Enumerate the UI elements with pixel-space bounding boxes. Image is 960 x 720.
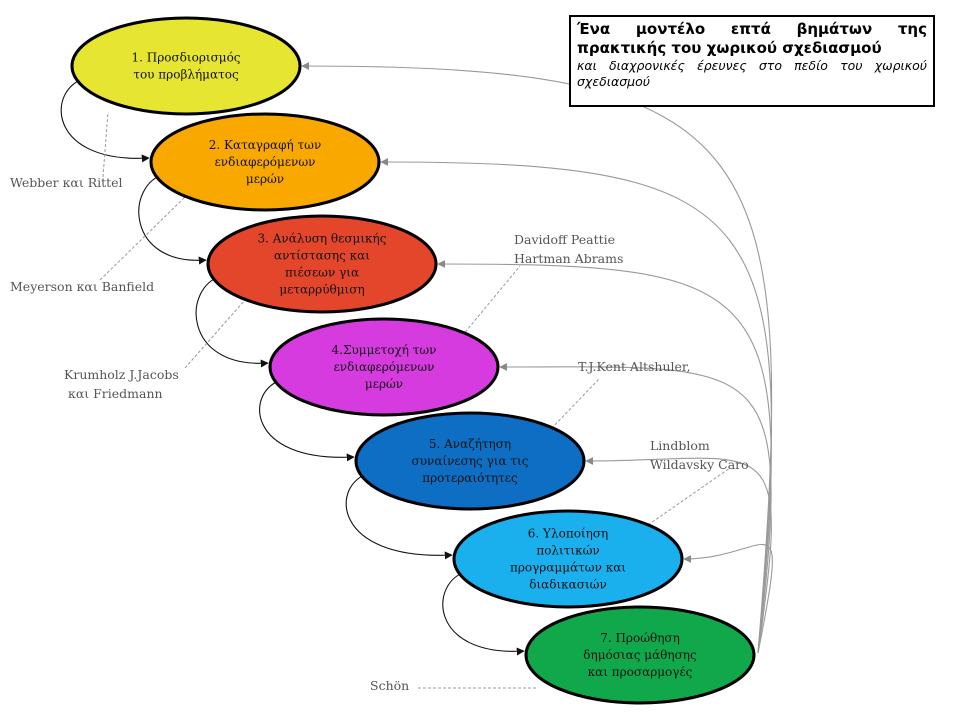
step-label: μεταρρύθμιση: [279, 283, 364, 297]
step-label: 5. Αναζήτηση: [429, 437, 511, 451]
step-ellipse: [524, 605, 756, 705]
author-leader-line: [102, 111, 109, 178]
author-label: και Friedmann: [68, 386, 163, 401]
author-leader-line: [547, 377, 601, 433]
author-label: Schön: [370, 678, 409, 693]
step-ellipse: [268, 317, 500, 417]
step-label: πιέσεων για: [285, 266, 359, 280]
title-box: Ένα μοντέλο επτά βημάτων της πρακτικής τ…: [569, 15, 935, 107]
feedback-arrow: [585, 456, 772, 654]
author-label: Davidoff Peattie: [514, 232, 615, 247]
step-node-4: 4.Συμμετοχή των ενδιαφερόμενων μερών: [268, 317, 500, 417]
step-label: 2. Καταγραφή των: [209, 138, 322, 152]
feedback-arrow: [683, 543, 773, 654]
sequence-arrow: [195, 275, 269, 368]
step-label: προγραμμάτων και: [510, 561, 626, 575]
author-leader-line: [461, 265, 521, 337]
step-label: ενδιαφερόμενων: [215, 155, 316, 169]
step-label: και προσαρμογές: [588, 665, 693, 679]
sequence-arrow: [138, 173, 207, 265]
step-label: ενδιαφερόμενων: [334, 360, 435, 374]
author-label: Wildavsky Caro: [650, 457, 749, 472]
step-label: προτεραιότητες: [422, 471, 518, 485]
diagram-title: Ένα μοντέλο επτά βημάτων της πρακτικής τ…: [577, 20, 927, 57]
step-node-2: 2. Καταγραφή των ενδιαφερόμενων μερών: [149, 112, 381, 212]
author-label: Lindblom: [650, 438, 710, 453]
diagram-subtitle: και διαχρονικές έρευνες στο πεδίο του χω…: [577, 58, 927, 89]
sequence-arrow: [442, 570, 525, 656]
author-label: T.J.Kent Altshuler,: [578, 359, 690, 374]
step-node-3: 3. Ανάλυση θεσμικής αντίστασης και πιέσεων…: [206, 214, 438, 314]
step-label: 4.Συμμετοχή των: [332, 343, 437, 357]
step-label: αντίστασης και: [274, 249, 370, 263]
step-label: του προβλήματος: [133, 68, 239, 82]
step-node-6: 6. Υλοποίηση πολιτικών προγραμμάτων και δια…: [452, 509, 684, 609]
feedback-arrow: [380, 158, 773, 654]
step-ellipse: [354, 411, 586, 511]
author-label: Krumholz J.Jacobs: [64, 367, 179, 382]
step-node-1: 1. Προσδιορισμός του προβλήματος: [70, 16, 302, 116]
step-label: συναίνεσης για τις: [412, 454, 529, 468]
step-label: μερών: [246, 172, 284, 186]
sequence-arrow: [259, 378, 355, 462]
author-label: Meyerson και Banfield: [10, 279, 154, 294]
step-node-7: 7. Προώθηση δημόσιας μάθησης και προσαρμογ…: [524, 605, 756, 705]
step-label: δημόσιας μάθησης: [583, 648, 697, 662]
step-ellipse: [206, 214, 438, 314]
step-ellipse: [452, 509, 684, 609]
step-label: μερών: [365, 377, 403, 391]
step-label: 1. Προσδιορισμός: [131, 51, 240, 65]
author-leader-line: [184, 299, 246, 369]
step-ellipse: [70, 16, 302, 116]
step-label: 3. Ανάλυση θεσμικής: [258, 232, 387, 246]
author-label: Webber και Rittel: [10, 175, 123, 190]
step-label: 6. Υλοποίηση: [528, 527, 608, 541]
author-leader-line: [99, 196, 186, 281]
author-leader-line: [647, 467, 731, 526]
step-ellipse: [149, 112, 381, 212]
sequence-arrow: [60, 77, 150, 163]
step-label: πολιτικών: [536, 544, 599, 558]
author-label: Hartman Abrams: [514, 251, 623, 266]
sequence-arrow: [345, 472, 453, 560]
feedback-arrow: [437, 260, 772, 654]
step-label: 7. Προώθηση: [600, 631, 680, 645]
step-node-5: 5. Αναζήτηση συναίνεσης για τις προτεραιότ…: [354, 411, 586, 511]
feedback-arrow: [499, 362, 772, 654]
step-label: διαδικασιών: [529, 578, 607, 592]
